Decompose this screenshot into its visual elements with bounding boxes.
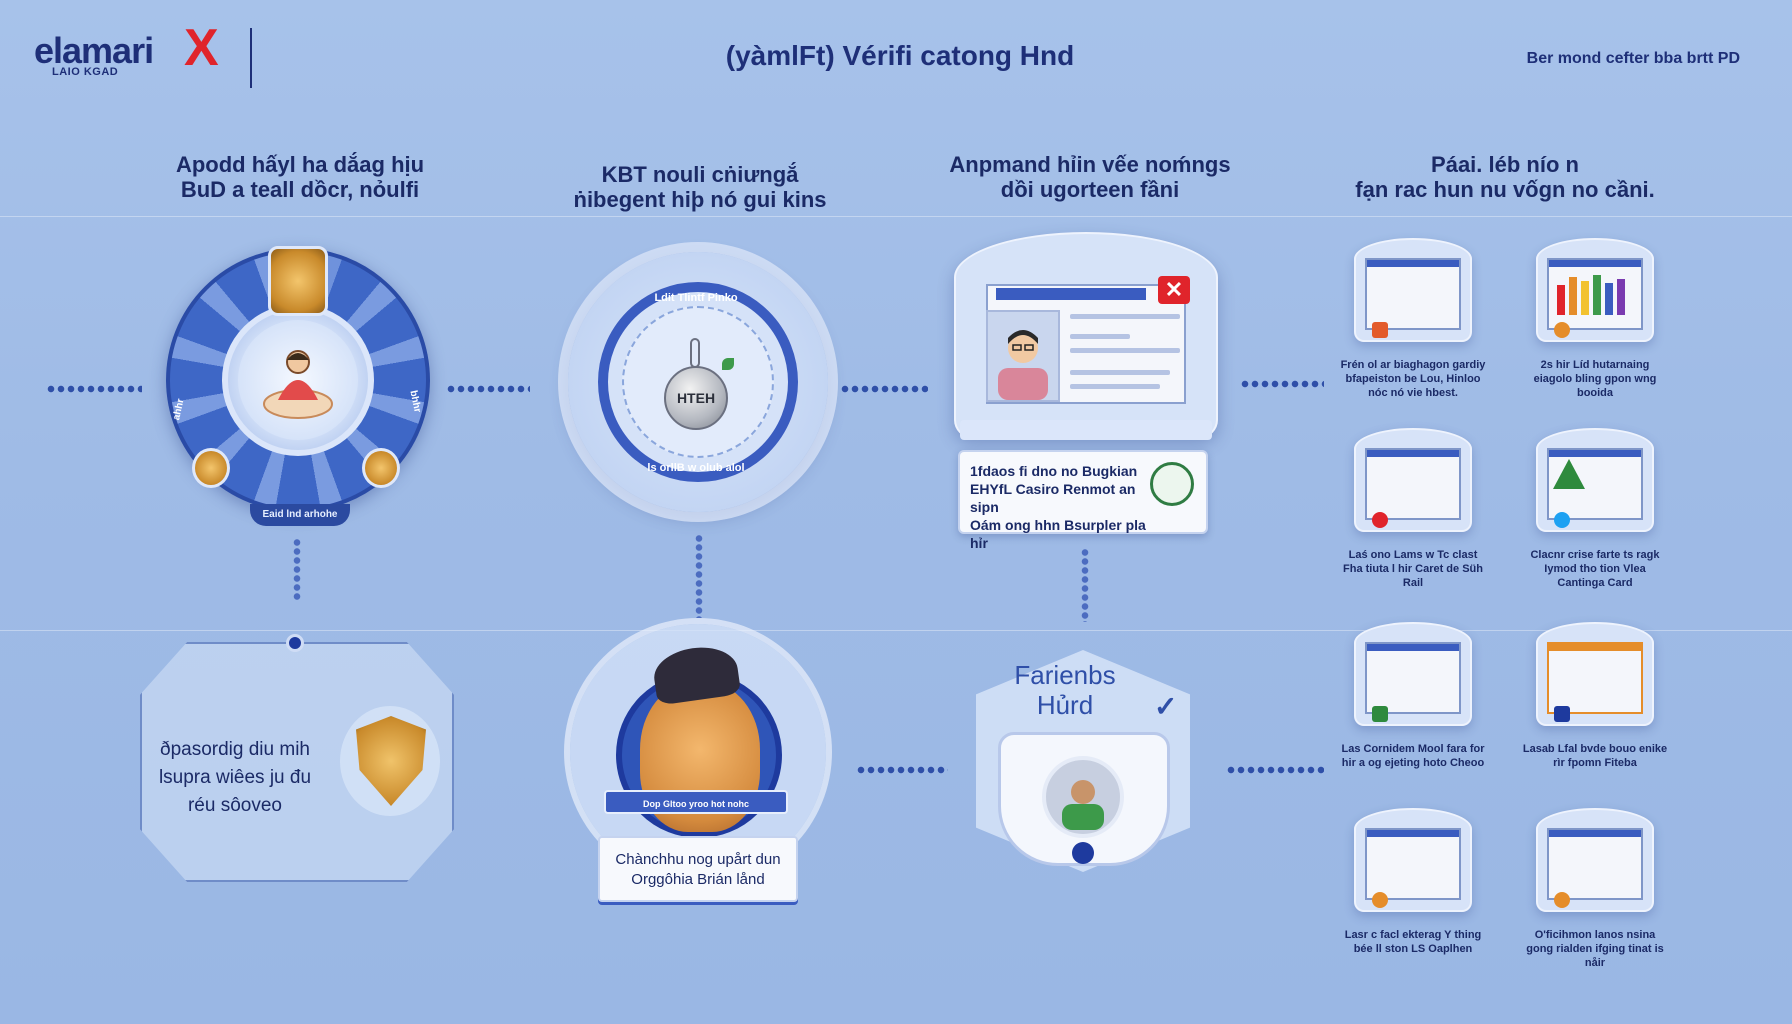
app-icon — [1372, 512, 1388, 528]
bottom-hexagon-dot — [286, 634, 304, 652]
column-heading-1-line2: BuD a teall dồcr, nỏulfi — [180, 177, 420, 202]
leaf-icon — [722, 358, 734, 370]
column-heading-2-line1: KBT nouli cṅiưngắ — [601, 162, 799, 187]
stage4-card-7-screen — [1365, 828, 1461, 900]
stage2-seal-top-text: Ldit Tlintf Pinko — [654, 292, 738, 304]
person-avatar-icon — [1062, 780, 1104, 830]
mascot-caption-line1: Chànchhu nog upårt dun — [615, 851, 781, 868]
person-portrait-icon — [998, 330, 1048, 400]
checkmark-icon: ✓ — [1154, 691, 1178, 722]
stage4-card-2-caption: 2s hir Líd hutarnaing eiagolo bling gpon… — [1533, 359, 1657, 399]
stage3-caption-line2: EHYfL Casiro Renmot an sipn — [970, 481, 1136, 515]
connector-3-4 — [1240, 380, 1324, 388]
connector-1-2 — [446, 385, 530, 393]
stage4-card-3-screen — [1365, 448, 1461, 520]
stage3-id-field — [1070, 348, 1180, 353]
column-heading-2-line2: ṅibegent hiþ nó gui kins — [573, 187, 827, 212]
stage4-card-1-caption: Frén ol ar biaghagon gardiy bfapeiston b… — [1340, 359, 1486, 399]
app-icon — [1554, 706, 1570, 722]
verified-badge-title: Farienbs Hủrd — [990, 660, 1140, 720]
verified-badge-title-line1: Farienbs — [1014, 660, 1116, 690]
column-heading-4: Páai. léb nío n fạn rac hun nu vốgn no c… — [1330, 152, 1680, 202]
stage3-caption-line3: Oám ong hhn Bsurpler pla hỉr — [970, 517, 1146, 551]
app-icon — [1554, 322, 1570, 338]
stage4-card-4-caption: Clacnr crise farte ts ragk Iymod tho tio… — [1530, 549, 1660, 589]
bottom-hexagon-line2: lsupra wiêes ju đu — [158, 767, 312, 788]
column-heading-1: Apodd hấyl ha dắag hịu BuD a teall dồcr,… — [150, 152, 450, 202]
stage2-seal-token: HTEH — [664, 366, 728, 430]
column-heading-1-line1: Apodd hấyl ha dắag hịu — [175, 152, 425, 177]
app-icon — [1372, 706, 1388, 722]
bottom-hexagon-line1: ðpasordig diu mih — [160, 739, 310, 760]
emblem-icon — [1072, 842, 1094, 864]
app-icon — [1554, 892, 1570, 908]
bottom-hexagon-line3: réu sôoveo — [187, 795, 282, 816]
stage3-id-field — [1070, 384, 1160, 389]
column-heading-3-line1: Anpmand hỉin vếe noḿngs — [949, 152, 1231, 177]
page-title: (yàmlFt) Vérifi catong Hnd — [725, 40, 1075, 71]
middle-divider — [0, 630, 1792, 631]
stage1-wheel-center — [238, 320, 358, 440]
verified-badge-title-line2: Hủrd — [1036, 690, 1094, 720]
connector-bottom-3-4 — [1226, 766, 1324, 774]
stage3-id-field — [1070, 334, 1130, 339]
app-icon — [1372, 322, 1388, 338]
mascot-caption: Chànchhu nog upårt dun Orggôhia Brián lå… — [598, 836, 798, 902]
stage3-id-field — [1070, 314, 1180, 319]
stage4-card-1-screen — [1365, 258, 1461, 330]
header-divider — [250, 28, 252, 88]
mascot-caption-line2: Orggôhia Brián lånd — [631, 871, 765, 888]
connector-bottom-2-3 — [856, 766, 948, 774]
column-heading-3: Anpmand hỉin vếe noḿngs dồi ugorteen fần… — [930, 152, 1250, 202]
stage1-left-badge — [192, 448, 230, 488]
stage3-id-titlebar — [996, 288, 1146, 300]
connector-down-2 — [694, 534, 704, 618]
connector-2-3 — [840, 385, 928, 393]
column-heading-4-line1: Páai. léb nío n — [1431, 152, 1579, 177]
stage4-card-8-caption: O'ficihmon lanos nsina gong rialden ifgi… — [1526, 929, 1664, 969]
column-heading-4-line2: fạn rac hun nu vốgn no cầni. — [1355, 177, 1655, 202]
brand-logo-mark: X — [184, 19, 219, 77]
stage1-top-badge — [268, 246, 328, 316]
connector-left-edge — [46, 385, 142, 393]
stage4-card-3-caption: Laś ono Lams w Tc clast Fha tiuta l hir … — [1343, 549, 1483, 589]
bird-icon — [1554, 512, 1570, 528]
key-ring-icon — [690, 338, 700, 368]
stage4-card-5-caption: Las Cornidem Mool fara for hir a og ejet… — [1341, 743, 1485, 769]
stage1-wheel-label: Eaid lnd arhohe — [250, 504, 350, 526]
connector-down-3 — [1080, 548, 1090, 622]
stage1-right-badge — [362, 448, 400, 488]
connector-down-1 — [292, 538, 302, 602]
brand-logo-text: elamari — [34, 30, 154, 71]
bar-chart-icon — [1557, 275, 1625, 315]
stage4-card-7-caption: Lasr c facl ekterag Y thing bée ll ston … — [1344, 929, 1482, 955]
tree-icon — [1553, 459, 1585, 489]
stage4-card-6-screen — [1547, 642, 1643, 714]
stage3-id-photo — [986, 310, 1060, 402]
mascot-ribbon: Dop Gltoo yroo hot nohc — [604, 790, 788, 814]
brand-logo-subtitle: LAIO KGAD — [52, 66, 119, 78]
stage4-card-6-caption: Lasab Lfal bvde bouo enike rìr fpomn Fit… — [1522, 743, 1668, 769]
close-icon[interactable]: ✕ — [1158, 276, 1190, 304]
seal-stamp-icon — [1150, 462, 1194, 506]
stage4-card-5-screen — [1365, 642, 1461, 714]
column-heading-2: KBT nouli cṅiưngắ ṅibegent hiþ nó gui ki… — [550, 162, 850, 212]
app-icon — [1372, 892, 1388, 908]
stage3-id-field — [1070, 370, 1170, 375]
header-right-text: Ber mond cefter bba brtt PD — [1526, 50, 1740, 67]
column-heading-3-line2: dồi ugorteen fầni — [1000, 177, 1180, 202]
stage4-card-4-screen — [1547, 448, 1643, 520]
avatar — [1042, 756, 1124, 838]
top-divider — [0, 216, 1792, 217]
stage3-caption-line1: 1fdaos fi dno no Bugkian — [970, 463, 1138, 479]
stage4-card-8-screen — [1547, 828, 1643, 900]
stage2-seal-bottom-text: ls orllB w olub alol — [647, 462, 745, 474]
stage4-card-2-screen — [1547, 258, 1643, 330]
person-meditating-icon — [263, 350, 333, 419]
stage3-id-base — [960, 420, 1212, 440]
stage3-caption: 1fdaos fi dno no Bugkian EHYfL Casiro Re… — [970, 462, 1150, 552]
bottom-hexagon-text: ðpasordig diu mih lsupra wiêes ju đu réu… — [150, 736, 320, 820]
